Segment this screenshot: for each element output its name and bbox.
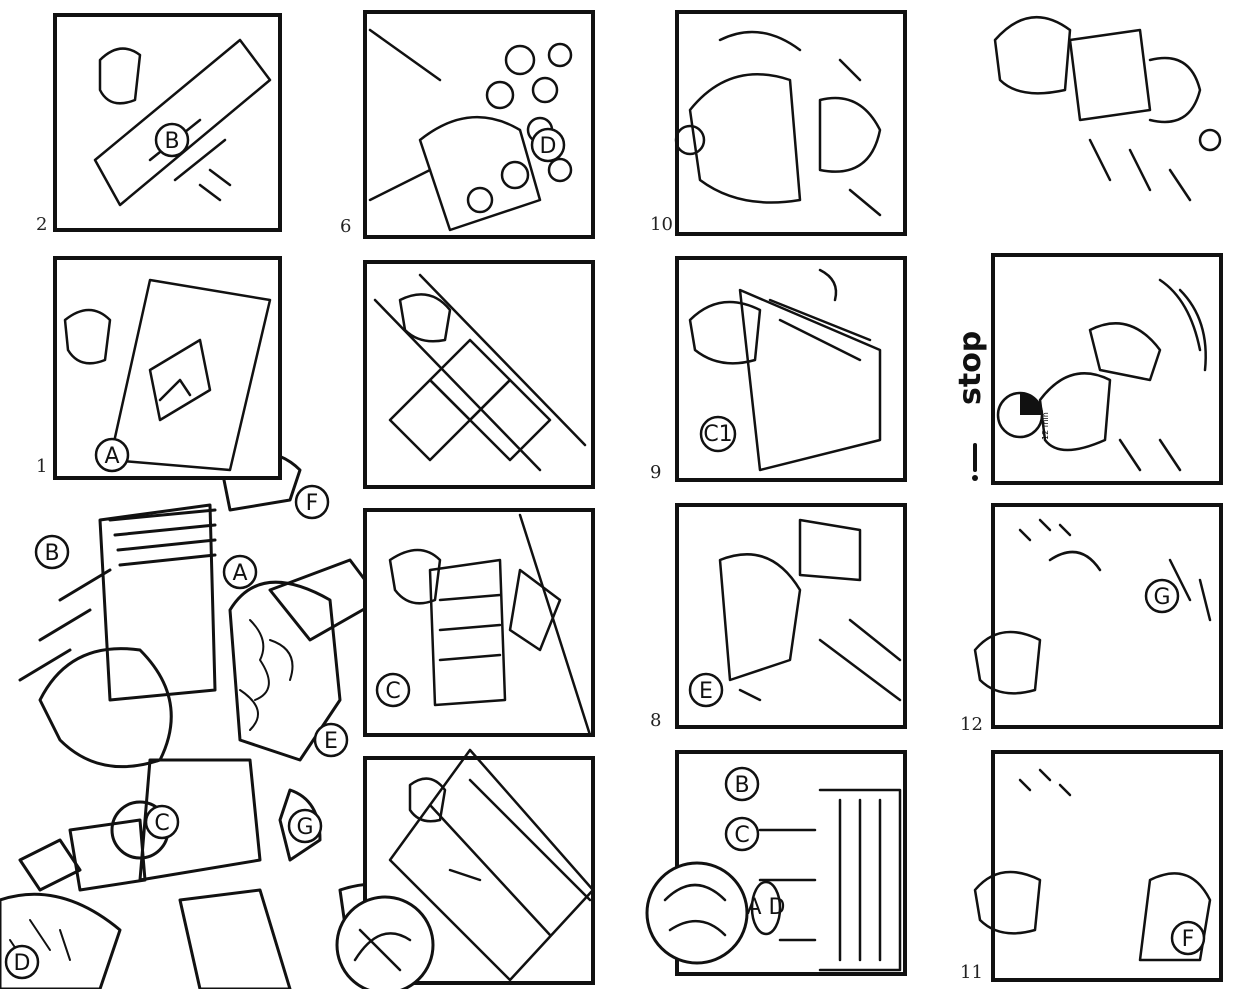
panel-number-12: 12 <box>960 714 983 735</box>
svg-text:A D: A D <box>747 895 786 920</box>
callout-g: G <box>1146 580 1178 612</box>
panel-number-1: 1 <box>36 456 47 477</box>
panel-number-11: 11 <box>960 962 983 983</box>
svg-text:D: D <box>14 951 31 976</box>
panel-step-13 <box>993 255 1221 483</box>
panel-step-3 <box>337 750 593 989</box>
svg-text:F: F <box>1182 927 1195 952</box>
svg-text:E: E <box>324 729 338 754</box>
callout-g: G <box>289 810 321 842</box>
callout-b: B <box>36 536 68 568</box>
callout-f: F <box>1172 922 1204 954</box>
callout-e: E <box>690 674 722 706</box>
panel-step-7: B C A D <box>647 752 905 974</box>
svg-text:F: F <box>306 491 319 516</box>
callout-f: F <box>296 486 328 518</box>
callout-c: C <box>726 818 758 850</box>
panel-step-2: B <box>55 15 280 230</box>
callout-b: B <box>726 768 758 800</box>
svg-text:C: C <box>734 823 749 848</box>
callout-a: A <box>96 439 128 471</box>
timer-label: 12 min <box>1041 412 1050 440</box>
panel-number-10: 10 <box>650 214 673 235</box>
panel-step-4: C <box>365 510 593 735</box>
svg-text:A: A <box>104 444 119 469</box>
svg-text:E: E <box>699 679 713 704</box>
panel-step-12: G <box>975 505 1221 727</box>
callout-d: D <box>6 946 38 978</box>
callout-e: E <box>315 724 347 756</box>
inset-detail-circle <box>337 897 433 989</box>
svg-text:G: G <box>1153 585 1170 610</box>
panel-number-2: 2 <box>36 214 47 235</box>
panel-step-10 <box>676 12 905 234</box>
panel-step-1: A <box>55 258 280 478</box>
panel-step-6: D <box>365 12 593 237</box>
svg-text:A: A <box>232 561 247 586</box>
panel-step-11: F <box>975 752 1221 980</box>
panel-number-6: 6 <box>340 216 351 237</box>
panel-step-5 <box>365 262 593 487</box>
callout-b: B <box>156 124 188 156</box>
panel-step-9: C1 <box>677 258 905 480</box>
svg-text:G: G <box>296 815 313 840</box>
panel-number-8: 8 <box>650 710 661 731</box>
panel-number-9: 9 <box>650 462 661 483</box>
callout-c1: C1 <box>701 417 735 451</box>
svg-text:B: B <box>734 773 749 798</box>
svg-text:C: C <box>385 679 400 704</box>
svg-text:B: B <box>164 129 179 154</box>
callout-a: A <box>224 556 256 588</box>
svg-text:B: B <box>44 541 59 566</box>
panel-final-figure <box>995 17 1220 200</box>
callout-c: C <box>146 806 178 838</box>
inset-detail-circle <box>647 863 747 963</box>
callout-d: D <box>532 129 564 161</box>
svg-text:D: D <box>540 134 557 159</box>
svg-text:C1: C1 <box>703 422 732 447</box>
callout-c: C <box>377 674 409 706</box>
panel-step-8: E <box>677 505 905 727</box>
svg-text:C: C <box>154 811 169 836</box>
stop-word: stop <box>953 331 988 405</box>
